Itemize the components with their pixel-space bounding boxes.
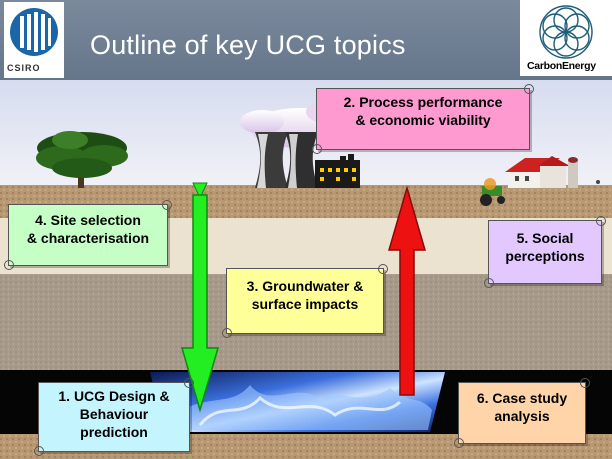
- topic-ucg-design: 1. UCG Design & Behaviour prediction: [34, 378, 194, 456]
- topic-line: surface impacts: [251, 296, 359, 312]
- topic-line: Behaviour: [79, 406, 149, 422]
- topic-line: 6. Case study: [476, 390, 568, 406]
- topic-groundwater: 3. Groundwater & surface impacts: [222, 264, 388, 338]
- carbon-energy-logo-text: CarbonEnergy: [527, 60, 596, 72]
- topic-line: analysis: [494, 408, 550, 424]
- slide-title: Outline of key UCG topics: [90, 30, 406, 60]
- header-bar: [0, 0, 612, 80]
- topic-line: 5. Social: [516, 230, 574, 246]
- topic-line: prediction: [80, 424, 148, 440]
- topic-process-performance: 2. Process performance & economic viabil…: [312, 84, 534, 154]
- csiro-logo: [4, 2, 64, 78]
- topic-line: 3. Groundwater &: [246, 278, 364, 294]
- topic-line: & characterisation: [26, 230, 150, 246]
- topic-line: perceptions: [505, 248, 585, 264]
- topic-line: 1. UCG Design &: [58, 388, 170, 404]
- topic-line: & economic viability: [355, 112, 491, 128]
- topic-social-perceptions: 5. Social perceptions: [484, 216, 606, 288]
- csiro-logo-text: CSIRO: [7, 63, 41, 73]
- down-arrow: [181, 194, 219, 413]
- topic-line: 4. Site selection: [35, 212, 141, 228]
- topic-site-selection: 4. Site selection & characterisation: [4, 200, 172, 270]
- topic-case-study: 6. Case study analysis: [454, 378, 590, 448]
- carbon-energy-logo: [520, 0, 612, 76]
- topic-line: 2. Process performance: [343, 94, 503, 110]
- up-arrow: [388, 185, 426, 396]
